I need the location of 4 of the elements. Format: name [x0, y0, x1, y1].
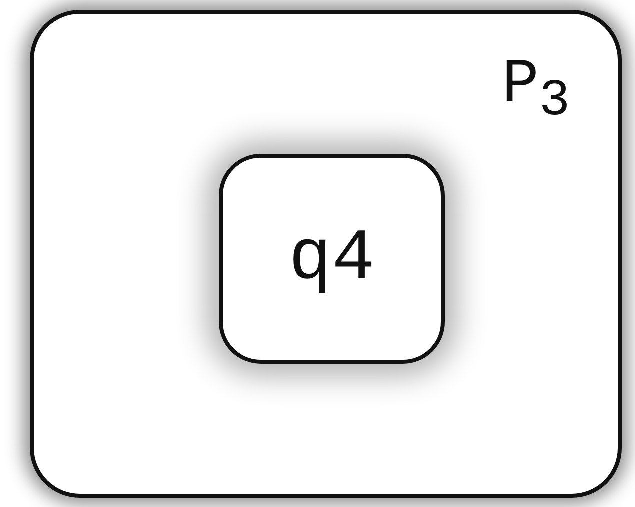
outer-box-label: P$_{3}$: [502, 54, 570, 128]
inner-box-label: q4: [288, 223, 376, 295]
inner-box: [219, 154, 445, 364]
outer-box: [30, 10, 622, 498]
